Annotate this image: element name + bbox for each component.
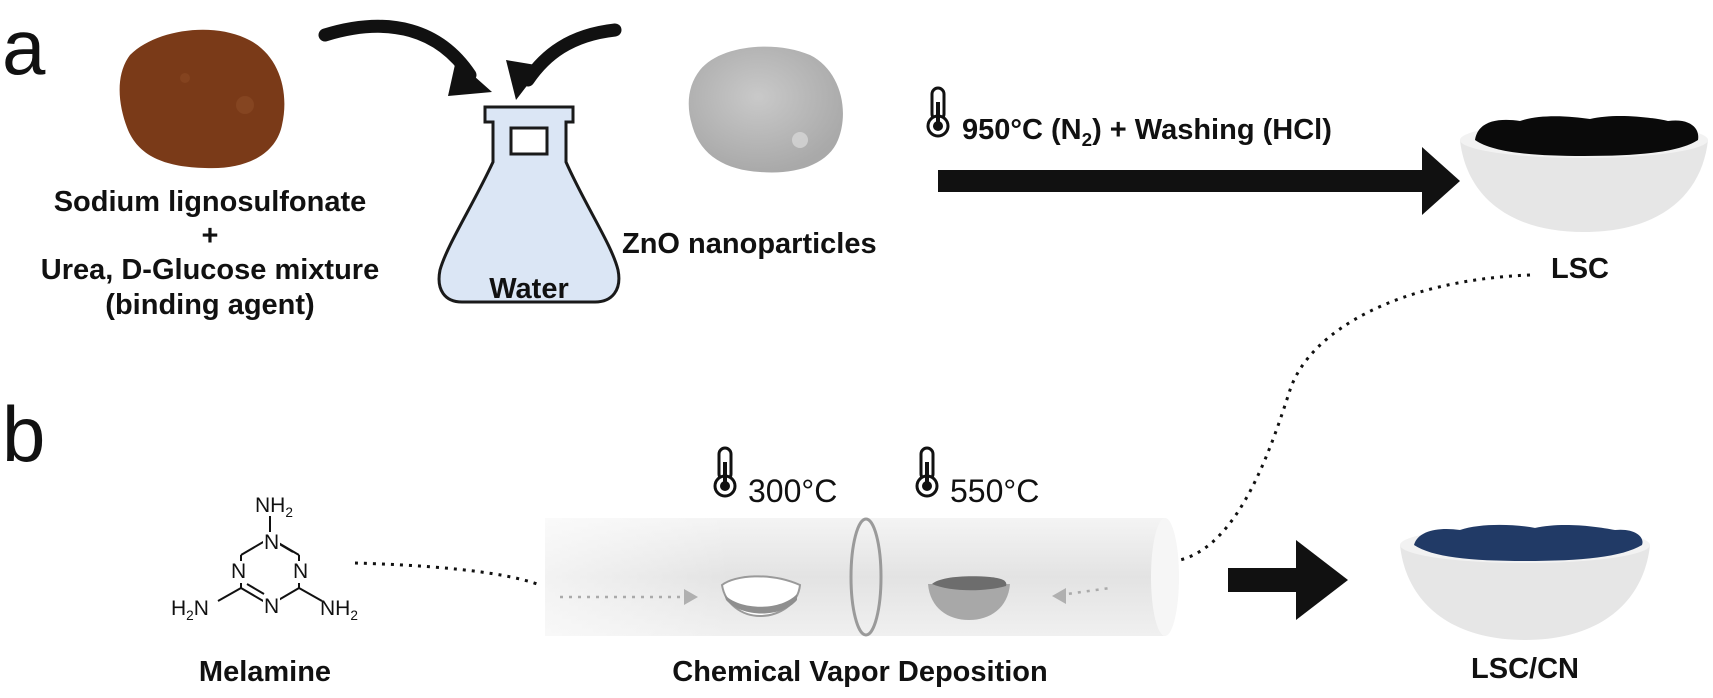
flask-label: Water [489,273,569,305]
zno-powder-icon [688,46,843,173]
panel-b-label: b [2,390,46,478]
process-sub: 2 [1081,128,1093,150]
product-arrow [1228,540,1348,620]
cvd-tube [545,517,1179,637]
thermometer-icon [915,446,939,498]
curved-arrow-icon [318,19,492,96]
melamine-label: Melamine [198,656,332,688]
bowl-icon [1460,115,1708,232]
flask-icon [437,105,621,304]
bowl-icon [1400,524,1650,640]
zno-label: ZnO nanoparticles [622,228,877,260]
vapor-path [354,561,541,587]
nh2-left: H2N [171,597,209,624]
lignin-powder-icon [119,29,285,169]
lignin-label-line1: Sodium lignosulfonate [53,186,367,218]
n-atom-top: N [263,531,281,554]
lignin-label-line3: (binding agent) [105,289,315,321]
temp-high-label: 550°C [950,473,1040,509]
n-atom-left: N [230,560,248,583]
cvd-label: Chemical Vapor Deposition [672,656,1048,688]
n-atom-right: N [292,560,310,583]
lignin-label-line2: Urea, D-Glucose mixture [40,254,380,286]
thermometer-icon [926,86,950,138]
n-atom-bottom: N [263,595,281,618]
nh2-right: NH2 [320,597,358,624]
thermometer-icon [713,446,737,498]
nh2-top: NH2 [255,494,293,521]
lsc-cn-label: LSC/CN [1471,653,1579,685]
curved-arrow-icon [506,23,622,100]
process-arrow [938,147,1460,215]
transfer-path [1179,273,1531,562]
process-rest: ) + Washing (HCl) [1092,114,1332,146]
process-temp: 950°C (N [962,114,1082,146]
lignin-label-plus: + [201,220,219,252]
process-condition-label: 950°C (N2) + Washing (HCl) [962,113,1332,157]
temp-low-label: 300°C [748,473,838,509]
lsc-label: LSC [1551,253,1609,285]
panel-a-label: a [2,3,46,91]
